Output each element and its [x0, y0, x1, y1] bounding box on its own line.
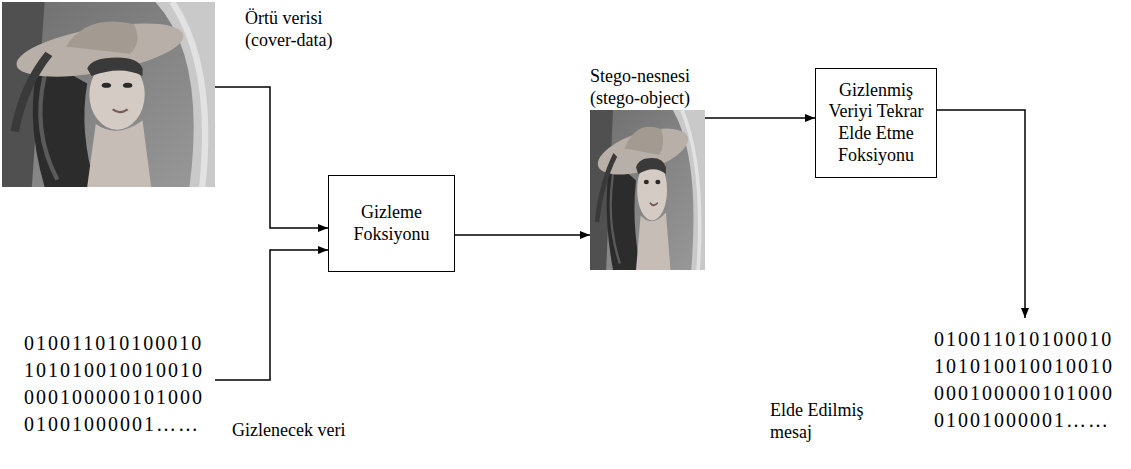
bit-block: 010011010100010 101010010010010 00010000… [20, 322, 215, 442]
bit-string: 010011010100010 101010010010010 00010000… [24, 330, 211, 438]
flow-arrow [455, 234, 590, 236]
process-text: Gizlenmiş Veriyi Tekrar Elde Etme Foksiy… [823, 80, 929, 166]
stego-image [590, 110, 705, 270]
process-box: Gizlenmiş Veriyi Tekrar Elde Etme Foksiy… [815, 68, 937, 178]
data-label: Gizlenecek veri [232, 420, 402, 442]
image-label: Stego-nesnesi (stego-object) [590, 66, 740, 109]
flow-arrow [937, 110, 1025, 318]
flow-arrow [705, 117, 815, 119]
cover-image: Örtü verisi (cover-data) [2, 2, 215, 187]
stego-image: Stego-nesnesi (stego-object) [590, 110, 705, 270]
data-label: Elde Edilmiş mesaj [770, 400, 885, 443]
process-box: Gizleme Foksiyonu [328, 175, 455, 272]
image-label: Örtü verisi (cover-data) [245, 8, 375, 51]
flow-arrow [215, 87, 328, 228]
process-text: Gizleme Foksiyonu [336, 202, 447, 245]
bit-string: 010011010100010 101010010010010 00010000… [934, 326, 1116, 434]
flow-arrow [215, 250, 328, 380]
cover-image [2, 2, 215, 187]
bit-block: 010011010100010 101010010010010 00010000… [930, 318, 1120, 438]
